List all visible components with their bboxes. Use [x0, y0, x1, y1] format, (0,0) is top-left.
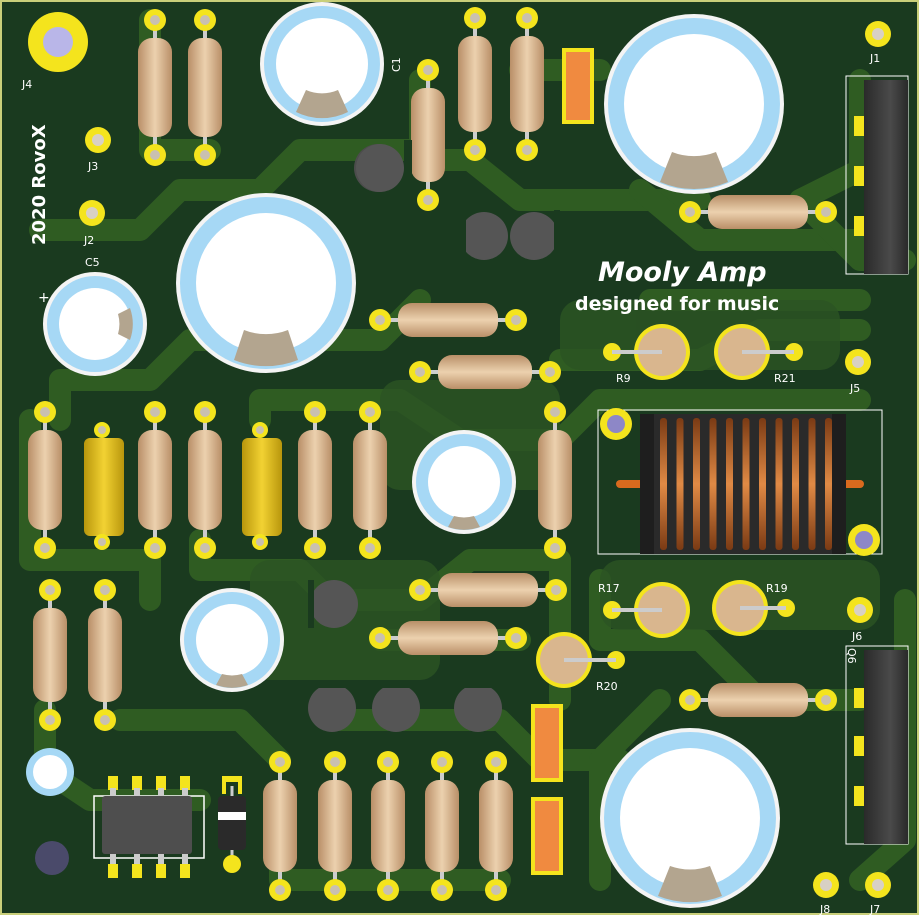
- resistor-vertical: [188, 401, 222, 559]
- coil-turn: [660, 418, 667, 550]
- r20-label: R20: [596, 680, 618, 693]
- r17-label: R17: [598, 582, 620, 595]
- resistors-vertical: [28, 7, 572, 901]
- resistor-vertical: [188, 9, 222, 166]
- resistor-vertical: [458, 7, 492, 161]
- pad-bottom-left-round: [26, 748, 74, 796]
- resistor-vertical: [88, 579, 122, 731]
- smd-capacitor-bottom-1: [531, 704, 563, 782]
- j1-label: J1: [869, 52, 880, 65]
- j2-label: J2: [83, 234, 94, 247]
- resistor-horizontal: [369, 621, 527, 655]
- coil-turn: [808, 418, 816, 550]
- c5-label: C5: [85, 256, 100, 269]
- heatsink-bottom-right: [845, 645, 909, 845]
- c5-plus-marker: +: [38, 290, 50, 306]
- connector-j6[interactable]: [847, 597, 873, 623]
- j3-label: J3: [87, 160, 98, 173]
- heatsink-top-right: [845, 75, 909, 275]
- resistor-vertical: [538, 401, 572, 559]
- resistor-vertical: [371, 751, 405, 901]
- capacitor-c1: [260, 2, 384, 126]
- resistor-vertical: [510, 7, 544, 161]
- resistor-horizontal: [679, 195, 837, 229]
- board-subtitle: designed for music: [575, 293, 779, 315]
- board-title: Mooly Amp: [598, 257, 767, 288]
- connector-j1[interactable]: [865, 21, 891, 47]
- smd-capacitor-top: [562, 48, 594, 124]
- r9-label: R9: [616, 372, 631, 385]
- coil-turn: [792, 418, 799, 550]
- coil-turn: [726, 418, 733, 550]
- film-capacitor-2: [242, 422, 282, 550]
- resistor-vertical: [28, 401, 62, 559]
- mounting-hole-j4: [28, 12, 88, 72]
- j4-label: J4: [21, 78, 32, 91]
- resistor-horizontal: [369, 303, 527, 337]
- connector-j7[interactable]: [865, 872, 891, 898]
- resistor-vertical: [263, 751, 297, 901]
- resistor-vertical: [479, 751, 513, 901]
- j5-label: J5: [849, 382, 860, 395]
- trimmer-r21: [714, 324, 803, 380]
- resistor-vertical: [33, 579, 67, 731]
- trimmer-r19: [712, 580, 795, 636]
- inductor: [597, 408, 883, 556]
- connector-j5[interactable]: [845, 349, 871, 375]
- capacitor-large-bottom-right: [600, 728, 780, 908]
- capacitor-center: [412, 430, 516, 534]
- resistor-horizontal: [409, 573, 567, 607]
- capacitor-large-left: [176, 193, 356, 373]
- capacitor-large-top-right: [604, 14, 784, 194]
- r21-label: R21: [774, 372, 796, 385]
- trimmer-r17: [603, 582, 690, 638]
- resistor-horizontal: [409, 355, 561, 389]
- trimmer-r9: [603, 324, 690, 380]
- coil-turn: [693, 418, 700, 550]
- resistor-vertical: [298, 401, 332, 559]
- coil-turn: [742, 418, 750, 550]
- transistor-flat-edges: [302, 140, 560, 688]
- transistors-to92: [308, 144, 558, 732]
- connector-j2[interactable]: [79, 200, 105, 226]
- resistor-vertical: [318, 751, 352, 901]
- coil-turn: [759, 418, 766, 550]
- author-label: 2020 RovoX: [29, 124, 50, 245]
- ic-dip8: [93, 776, 205, 878]
- coil-turn: [775, 418, 783, 550]
- r19-label: R19: [766, 582, 788, 595]
- smd-capacitor-bottom-2: [531, 797, 563, 875]
- cap-plus-marker-bottom: +: [690, 749, 700, 763]
- coil-turn: [825, 418, 832, 550]
- resistor-horizontal: [679, 683, 837, 717]
- trimmer-r20: [536, 632, 625, 688]
- film-capacitor-1: [84, 422, 124, 550]
- resistor-vertical: [353, 401, 387, 559]
- j6-label: J6: [851, 630, 862, 643]
- connector-j3[interactable]: [85, 127, 111, 153]
- diode: [218, 776, 246, 873]
- resistor-vertical: [411, 59, 445, 211]
- capacitor-lower-left: [180, 588, 284, 692]
- q6-label: Q6: [845, 648, 858, 664]
- connector-j8[interactable]: [813, 872, 839, 898]
- coil-turn: [676, 418, 684, 550]
- c1-label: C1: [390, 57, 403, 72]
- mounting-hole-bottom-left: [35, 841, 69, 875]
- resistor-vertical: [138, 401, 172, 559]
- j8-label: J8: [819, 903, 830, 915]
- resistors-horizontal: [369, 195, 837, 717]
- j7-label: J7: [869, 903, 880, 915]
- resistor-vertical: [425, 751, 459, 901]
- capacitor-c5: [43, 272, 147, 376]
- coil-turn: [709, 418, 717, 550]
- resistor-vertical: [138, 9, 172, 166]
